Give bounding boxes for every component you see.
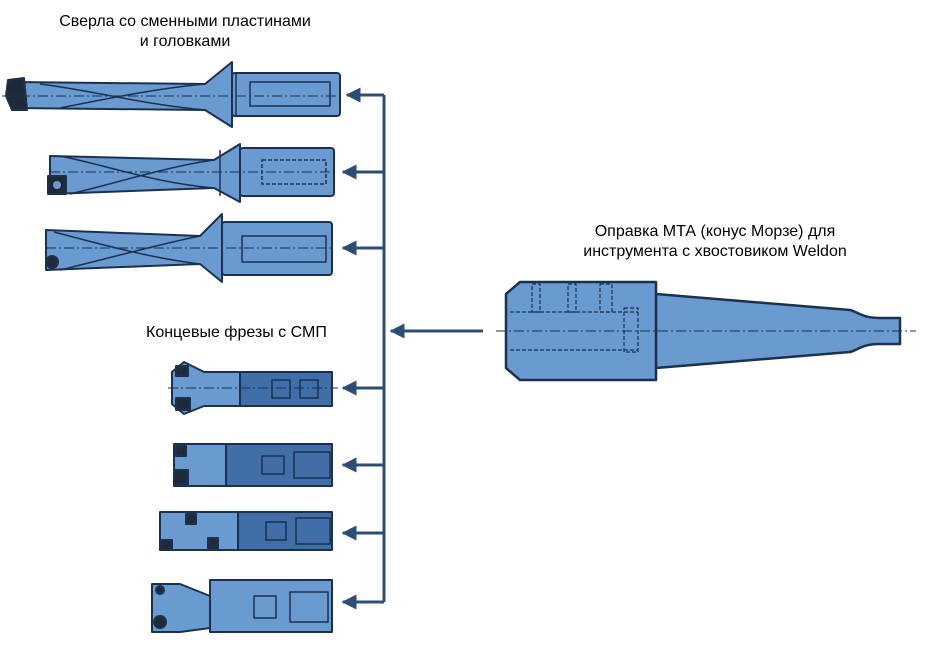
drills-label-line2: и головками: [139, 33, 231, 50]
connector-arrows: [341, 87, 483, 610]
holder-label-line2: инструмента с хвостовиком Weldon: [583, 243, 847, 260]
mills-label: Концевые фрезы с СМП: [146, 324, 327, 341]
holder-label: Оправка МТА (конус Морзе) для инструмент…: [550, 222, 880, 262]
end-mill-4: [151, 579, 333, 633]
morse-taper-holder: [496, 280, 916, 382]
end-mill-3: [159, 511, 333, 551]
holder-label-line1: Оправка МТА (конус Морзе) для: [594, 223, 836, 240]
drill-3: [45, 213, 333, 283]
drill-1: [2, 61, 341, 128]
drills-label-line1: Сверла со сменными пластинами: [59, 13, 311, 30]
end-mill-2: [173, 443, 333, 487]
drills-label: Сверла со сменными пластинами и головкам…: [20, 12, 350, 52]
drill-2: [47, 143, 335, 203]
end-mill-1: [168, 361, 338, 415]
